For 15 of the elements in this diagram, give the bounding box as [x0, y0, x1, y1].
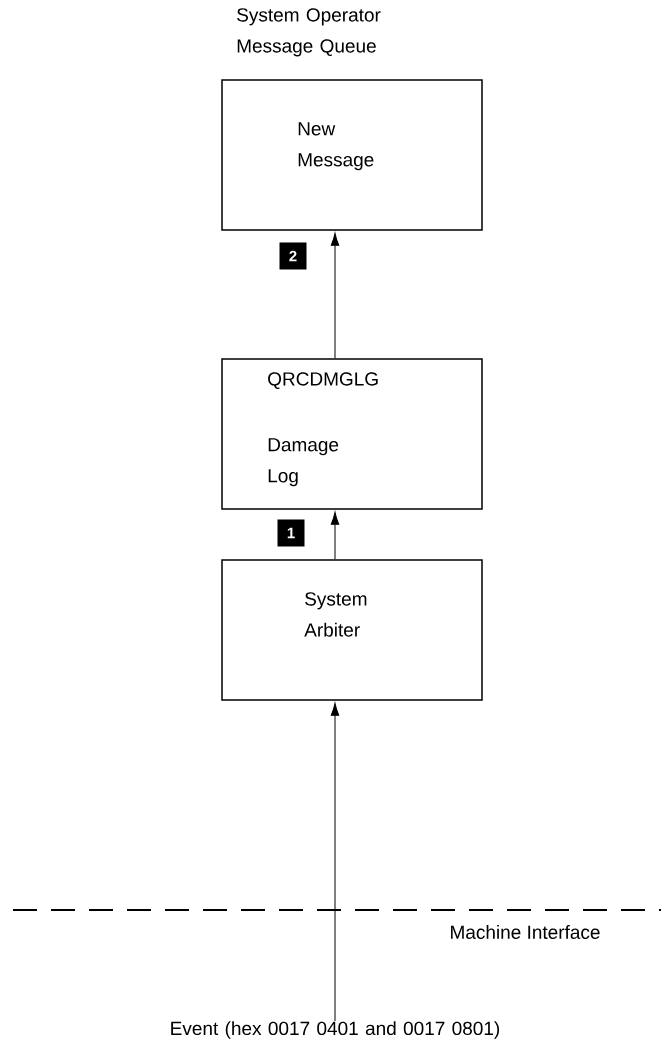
- arrow: [330, 511, 340, 560]
- box-text: QRCDMGLG: [268, 372, 378, 390]
- box-heading: System Operator Message Queue: [237, 8, 381, 57]
- process-box: [221, 358, 483, 510]
- box-text: Damage Log: [268, 438, 339, 487]
- callout-number: 1: [277, 519, 305, 547]
- process-box: [221, 559, 483, 701]
- box-text: System Arbiter: [304, 592, 367, 637]
- box-text: New Message: [298, 122, 374, 171]
- interface-label: Machine Interface: [451, 925, 600, 939]
- arrow: [330, 702, 340, 1022]
- process-box: [221, 8, 483, 231]
- callout-number: 2: [279, 242, 307, 270]
- event-text: Event (hex 0017 0401 and 0017 0801): [171, 1021, 500, 1039]
- arrow: [330, 232, 340, 359]
